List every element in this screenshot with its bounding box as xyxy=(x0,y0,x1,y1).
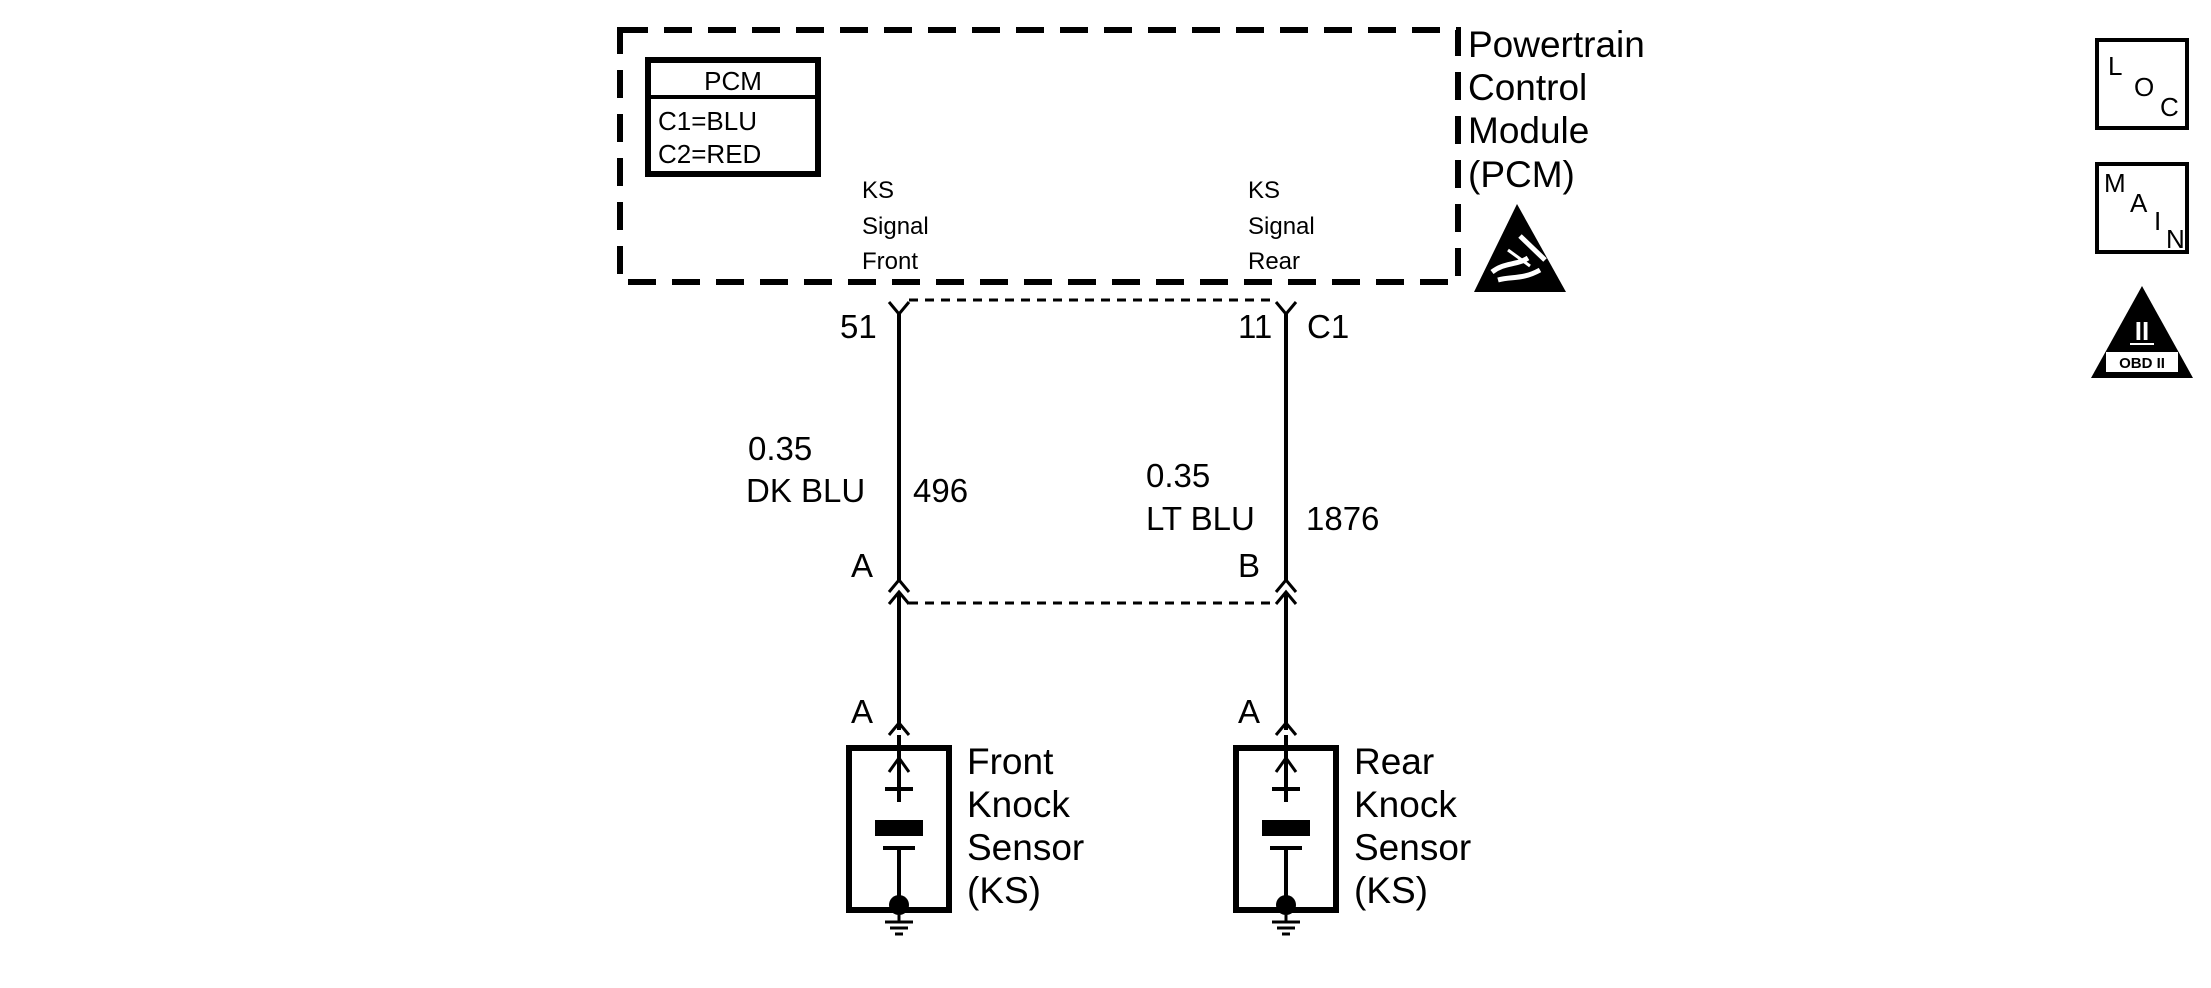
svg-text:KS: KS xyxy=(862,177,894,204)
wire-rear-color: LT BLU xyxy=(1146,500,1255,537)
svg-text:I: I xyxy=(2154,206,2161,236)
module-title: Powertrain Control Module (PCM) xyxy=(1468,24,1645,195)
pin-front-terminal xyxy=(887,301,911,317)
module-title-line-3: Module xyxy=(1468,110,1589,151)
rear-knock-sensor-label: Rear Knock Sensor (KS) xyxy=(1354,741,1471,911)
signal-label-rear: KS Signal Rear xyxy=(1248,177,1315,275)
sensor-front-pin xyxy=(887,720,911,736)
pcm-legend: PCM C1=BLU C2=RED xyxy=(645,57,821,177)
svg-text:M: M xyxy=(2104,168,2126,198)
wire-label-front: 0.35 DK BLU 496 xyxy=(746,430,968,509)
pcm-legend-row-c1: C1=BLU xyxy=(658,106,757,136)
svg-text:(KS): (KS) xyxy=(1354,870,1428,911)
svg-text:Sensor: Sensor xyxy=(1354,827,1471,868)
obd-ii-numeral: II xyxy=(2135,316,2149,346)
wire-front-gauge: 0.35 xyxy=(748,430,812,467)
signal-label-front: KS Signal Front xyxy=(862,177,929,275)
svg-text:C: C xyxy=(2160,92,2179,122)
module-title-line-2: Control xyxy=(1468,67,1587,108)
wire-rear-circuit: 1876 xyxy=(1306,500,1379,537)
wire-label-rear: 0.35 LT BLU 1876 xyxy=(1146,457,1379,537)
sensor-rear-pin xyxy=(1274,720,1298,736)
pcm-enclosure xyxy=(617,27,1461,285)
inline-connector-rear-label: B xyxy=(1238,547,1260,584)
pcm-legend-row-c2: C2=RED xyxy=(658,139,761,169)
obd-ii-label: OBD II xyxy=(2119,355,2165,372)
svg-text:Signal: Signal xyxy=(1248,213,1315,240)
svg-text:Signal: Signal xyxy=(862,213,929,240)
rear-sensor-ground-point xyxy=(1276,895,1296,915)
inline-connector: A B xyxy=(851,547,1298,605)
inline-connector-front-label: A xyxy=(851,547,873,584)
obd-ii-button[interactable]: II OBD II xyxy=(2091,286,2193,378)
svg-text:(KS): (KS) xyxy=(967,870,1041,911)
rear-sensor-ground-icon xyxy=(1272,915,1300,936)
front-sensor-ground-point xyxy=(889,895,909,915)
svg-text:N: N xyxy=(2166,224,2185,254)
svg-text:L: L xyxy=(2108,51,2122,81)
svg-text:KS: KS xyxy=(1248,177,1280,204)
main-button[interactable]: M A I N xyxy=(2095,162,2189,254)
pcm-legend-header: PCM xyxy=(704,66,762,96)
module-title-line-4: (PCM) xyxy=(1468,154,1575,195)
sensor-front-pin-label: A xyxy=(851,693,873,730)
connector-c1-label: C1 xyxy=(1307,308,1349,345)
svg-text:Front: Front xyxy=(967,741,1054,782)
front-knock-sensor-label: Front Knock Sensor (KS) xyxy=(967,741,1084,911)
esd-warning-icon xyxy=(1474,204,1566,292)
svg-text:Knock: Knock xyxy=(967,784,1070,825)
wire-front-circuit: 496 xyxy=(913,472,968,509)
svg-text:O: O xyxy=(2134,72,2154,102)
svg-text:Knock: Knock xyxy=(1354,784,1457,825)
pin-front-number: 51 xyxy=(840,308,877,345)
svg-text:Rear: Rear xyxy=(1248,248,1300,275)
pin-rear-number: 11 xyxy=(1238,308,1272,345)
svg-text:Rear: Rear xyxy=(1354,741,1434,782)
svg-text:Sensor: Sensor xyxy=(967,827,1084,868)
pin-rear-terminal xyxy=(1274,301,1298,317)
front-knock-sensor xyxy=(846,735,952,936)
loc-button[interactable]: L O C xyxy=(2095,38,2189,130)
rear-knock-sensor xyxy=(1233,735,1339,936)
svg-text:Front: Front xyxy=(862,248,918,275)
wire-front-color: DK BLU xyxy=(746,472,865,509)
sensor-rear-pin-label: A xyxy=(1238,693,1260,730)
wire-rear-gauge: 0.35 xyxy=(1146,457,1210,494)
front-sensor-ground-icon xyxy=(885,915,913,936)
module-title-line-1: Powertrain xyxy=(1468,24,1645,65)
svg-text:A: A xyxy=(2130,188,2148,218)
